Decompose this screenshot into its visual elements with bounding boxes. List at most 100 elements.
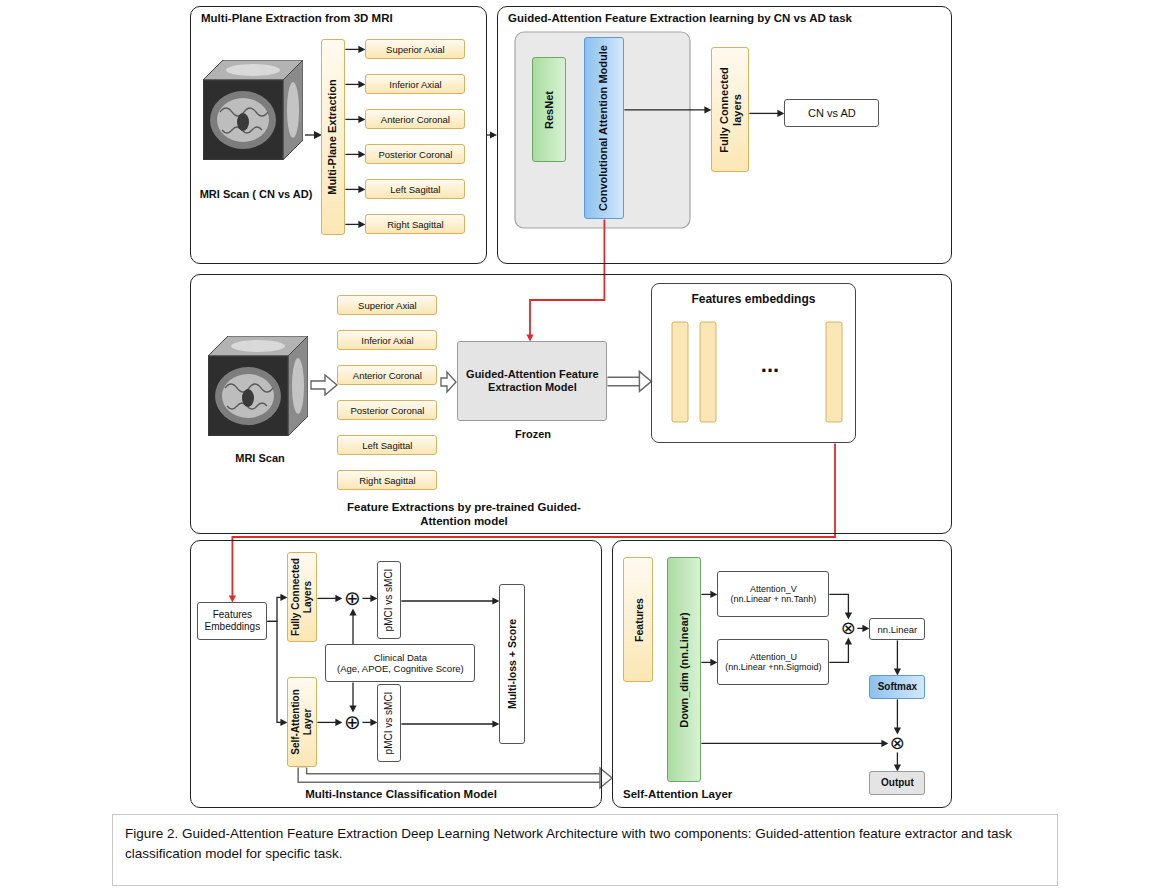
connector	[829, 637, 852, 662]
text-frame: Self-Attention Layer	[623, 788, 823, 802]
node-text: Guided-Attention Feature Extraction lear…	[508, 12, 938, 26]
connector-line	[897, 640, 898, 669]
node-text: Right Sagittal	[387, 219, 444, 230]
output-box: pMCI vs sMCI	[377, 684, 401, 762]
softmax-box: Softmax	[869, 675, 925, 699]
plane-box: Superior Axial	[365, 39, 465, 59]
caption: Figure 2. Guided-Attention Feature Extra…	[125, 824, 1045, 863]
input-box: Features Embeddings	[197, 602, 267, 640]
ellipsis: ...	[725, 352, 815, 378]
text-frame: Multi-loss + Score	[500, 588, 524, 740]
connector-line	[701, 743, 882, 744]
connector-line	[829, 594, 848, 613]
panel: Guided-Attention Feature Extraction lear…	[497, 6, 952, 264]
arrow-head	[370, 595, 377, 602]
connector-line	[401, 723, 493, 724]
connector	[345, 221, 365, 228]
node-text: Superior Axial	[386, 44, 445, 55]
connector	[345, 116, 365, 123]
connector-line	[317, 598, 336, 599]
node-text: nn.Linear	[878, 624, 918, 635]
connector	[749, 110, 784, 117]
layer-block: Down_dim (nn.Linear)	[667, 557, 701, 782]
text-frame: pMCI vs sMCI	[378, 688, 400, 758]
arrow-head	[894, 668, 901, 675]
node-text: Multi-Instance Classification Model	[271, 788, 531, 802]
layer-block: Self-Attention Layer	[287, 677, 317, 767]
connector	[349, 682, 356, 712]
node-text: (nn.Linear +nn.Sigmoid)	[725, 662, 821, 673]
node-text: Right Sagittal	[359, 475, 416, 486]
connector-line	[897, 752, 898, 765]
text-frame: Convolutional Attention Module	[585, 41, 623, 215]
embedding-bar	[672, 322, 688, 422]
note: Frozen	[483, 428, 583, 441]
connector-outline	[302, 767, 603, 778]
connector-line	[362, 722, 371, 723]
arrow-head	[349, 608, 356, 615]
node-text: Anterior Coronal	[353, 370, 422, 381]
connector	[345, 186, 365, 193]
arrow-head	[358, 151, 365, 158]
connector	[302, 767, 612, 788]
node-text: ⊕	[344, 712, 361, 732]
arrow-head	[349, 705, 356, 712]
node-text: Left Sagittal	[362, 440, 412, 451]
image-label: MRI Scan ( CN vs AD)	[193, 188, 319, 201]
connector-line	[701, 662, 711, 663]
node-text: pMCI vs sMCI	[383, 569, 395, 632]
text-frame: Features	[624, 561, 652, 678]
plane-box: Superior Axial	[337, 295, 437, 315]
plane-box: Inferior Axial	[365, 74, 465, 94]
node-text: Clinical Data	[374, 652, 427, 663]
node-text: ⊗	[890, 734, 905, 752]
connector	[267, 621, 287, 726]
node-text: Softmax	[878, 681, 917, 693]
connector	[317, 719, 342, 726]
text-frame: Multi-Plane Extraction from 3D MRI	[201, 12, 481, 26]
plane-box: Right Sagittal	[337, 470, 437, 490]
label-frame: Frozen	[483, 428, 583, 441]
arrow-head	[704, 106, 711, 113]
mri-cube	[203, 60, 303, 160]
node-text: ⊕	[344, 588, 361, 608]
arrow-head	[370, 719, 377, 726]
connector	[362, 719, 377, 726]
connector	[349, 608, 356, 644]
label-frame: MRI Scan	[205, 452, 315, 465]
arrow-head	[710, 591, 717, 598]
connector-line	[701, 594, 711, 595]
connector	[401, 720, 499, 727]
attention-block: Convolutional Attention Module	[584, 37, 624, 219]
connector	[701, 591, 717, 598]
product-operator: ⊗	[839, 619, 857, 637]
connector-line	[352, 682, 353, 706]
node-text: Posterior Coronal	[378, 149, 452, 160]
connector-line	[267, 621, 281, 722]
connector-fill	[302, 767, 603, 778]
label-frame: ...	[725, 352, 815, 378]
embedding-bar	[826, 322, 842, 422]
arrow-head	[229, 595, 236, 602]
node-text: Multi-Plane Extraction	[327, 80, 340, 196]
loss-box: Multi-loss + Score	[499, 584, 525, 744]
product-operator: ⊗	[888, 734, 906, 752]
layer-box: Attention_V(nn.Linear + nn.Tanh)	[717, 571, 829, 617]
node-text: ⊗	[841, 619, 856, 637]
node-text: Down_dim (nn.Linear)	[678, 612, 691, 728]
arrow-head	[777, 110, 784, 117]
arrow-head	[358, 46, 365, 53]
connector	[624, 106, 711, 113]
text-frame: Feature Extractions by pre-trained Guide…	[339, 501, 589, 529]
connector	[894, 640, 901, 675]
connector	[829, 594, 852, 619]
connector	[526, 219, 604, 341]
arrow-head	[845, 637, 852, 644]
text-frame: Features embeddings	[652, 292, 854, 306]
arrow-head	[335, 719, 342, 726]
network-block: ResNet	[532, 57, 566, 162]
node-text: Fully Connected Layers	[290, 556, 314, 638]
panel: Multi-Instance Classification Model Featu…	[190, 540, 602, 808]
arrow-head	[894, 727, 901, 734]
connector-line	[345, 189, 359, 190]
